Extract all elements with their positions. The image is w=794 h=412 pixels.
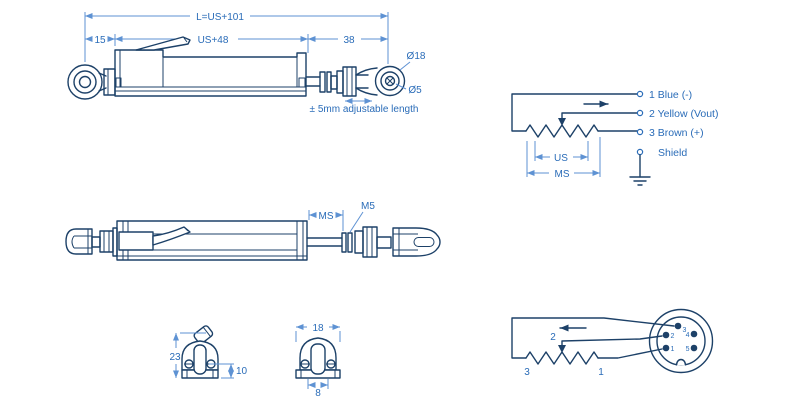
pin-2 bbox=[662, 331, 670, 339]
terminal-2-label: 2 Yellow (Vout) bbox=[649, 108, 718, 120]
cable-exit bbox=[135, 36, 191, 51]
dim-width-label: 18 bbox=[312, 323, 324, 334]
wiring-schematic: 1 Blue (-) 2 Yellow (Vout) 3 Brown (+) S… bbox=[511, 89, 718, 186]
connector-pinout: 2 3 1 3 2 4 1 5 bbox=[511, 308, 714, 378]
dim-body-length-label: US+48 bbox=[198, 35, 229, 46]
pin-3-label: 3 bbox=[683, 327, 687, 334]
slot-dimension bbox=[209, 363, 234, 379]
left-clevis-end bbox=[65, 227, 118, 257]
pot-left-label: 3 bbox=[524, 367, 530, 378]
thread-size-label: M5 bbox=[361, 201, 375, 212]
end-view-front: 23 10 bbox=[169, 325, 248, 379]
dim-total-length-label: L=US+101 bbox=[196, 12, 244, 23]
adjustable-length-note: ± 5mm adjustable length bbox=[310, 104, 419, 115]
height-dimension bbox=[173, 332, 206, 378]
inner-sensor-block bbox=[118, 231, 154, 251]
pin-4 bbox=[690, 330, 698, 338]
end-view-rear: 18 8 bbox=[295, 323, 341, 399]
terminal-3-node bbox=[636, 128, 644, 136]
pin-1-label: 1 bbox=[671, 346, 675, 353]
sensor-body bbox=[114, 36, 307, 97]
dim-slot-label: 10 bbox=[236, 366, 248, 377]
cable-gland bbox=[193, 325, 214, 345]
wiper-arrow bbox=[558, 118, 566, 126]
width-dimension bbox=[295, 324, 341, 342]
thread-leader bbox=[349, 211, 364, 233]
connector-insert bbox=[656, 316, 706, 366]
dim-ms-label: MS bbox=[555, 169, 570, 180]
pot-wiper-label: 2 bbox=[550, 332, 556, 343]
dim-height-label: 23 bbox=[169, 352, 181, 363]
connector-keyway bbox=[675, 358, 687, 366]
dim-base-label: 8 bbox=[315, 388, 321, 399]
dia-head-label: Ø18 bbox=[407, 51, 426, 62]
terminal-3-label: 3 Brown (+) bbox=[649, 127, 704, 139]
pin-4-label: 4 bbox=[686, 332, 690, 339]
pin-2-label: 2 bbox=[671, 333, 675, 340]
terminal-1-node bbox=[636, 90, 644, 98]
dia-bore-label: Ø5 bbox=[408, 85, 422, 96]
pin-5 bbox=[690, 344, 698, 352]
mount-slot-rear bbox=[310, 343, 326, 375]
terminal-1-label: 1 Blue (-) bbox=[649, 89, 692, 101]
base-dimension bbox=[307, 379, 329, 389]
stroke-dimensions bbox=[526, 137, 601, 177]
ground-symbol bbox=[629, 154, 651, 186]
overall-dimension-view: L=US+101 15 US+48 38 bbox=[67, 12, 426, 115]
pin-3 bbox=[674, 322, 682, 330]
cable-exit-side bbox=[152, 226, 191, 246]
sensor-body-side bbox=[116, 220, 308, 261]
retracted-side-view: MS M5 bbox=[65, 201, 441, 261]
dim-ms-side-label: MS bbox=[319, 211, 334, 222]
pin-5-label: 5 bbox=[686, 346, 690, 353]
dim-right-offset-label: 38 bbox=[343, 35, 355, 46]
right-clevis-assembly bbox=[306, 226, 441, 258]
wiper-arrow-2 bbox=[558, 345, 566, 353]
potentiometer-resistor bbox=[525, 124, 599, 138]
dim-us-label: US bbox=[554, 153, 568, 164]
pin-1 bbox=[662, 344, 670, 352]
dim-left-offset-label: 15 bbox=[94, 35, 106, 46]
right-rod-assembly bbox=[305, 65, 406, 97]
ms-dimension bbox=[308, 210, 344, 231]
terminal-2-node bbox=[636, 109, 644, 117]
mount-slot bbox=[193, 344, 207, 375]
left-rod-end bbox=[67, 64, 116, 100]
shield-node bbox=[636, 148, 644, 156]
pot-right-label: 1 bbox=[598, 367, 604, 378]
potentiometer-resistor-2 bbox=[525, 351, 599, 365]
shield-label: Shield bbox=[658, 147, 687, 159]
connector-shell bbox=[648, 308, 714, 374]
